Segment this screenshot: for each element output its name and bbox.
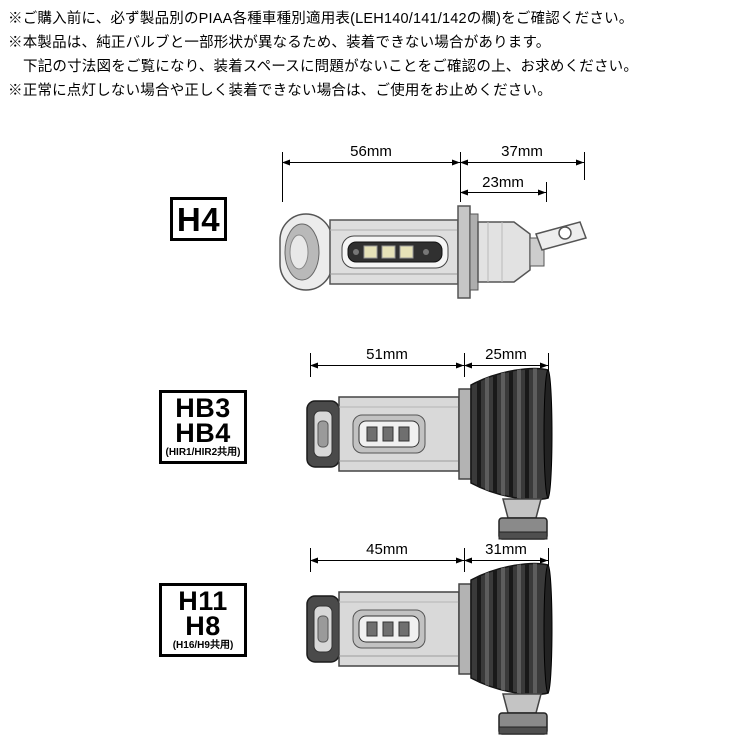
lens [279,213,333,291]
bulb-type-text: HB3 [175,392,231,423]
dim-h11-rear-label: 31mm [485,541,527,558]
bulb-type-text: H8 [185,610,221,641]
connector [498,498,548,540]
dim-h4-front-label: 56mm [350,143,392,160]
notice-block: ※ご購入前に、必ず製品別のPIAA各種車種別適用表(LEH140/141/142… [8,7,734,103]
bulb-type-label-h4: H4 [170,197,227,241]
bulb-type-text: HB4 [175,417,231,448]
bulb-type-note: (HIR1/HIR2共用) [165,446,241,458]
rear-body [477,221,545,283]
notice-line-2: ※本製品は、純正バルブと一部形状が異なるため、装着できない場合があります。 [8,35,551,51]
dimension-arrows [310,362,548,369]
notice-line-3: 下記の寸法図をご覧になり、装着スペースに問題がないことをご確認の上、お求めくださ… [23,59,639,75]
heat-sink [470,562,553,696]
dimension-lines-h11: 45mm 31mm [310,541,549,572]
dim-hb-front-label: 51mm [366,346,408,363]
bulb-type-label-h11-h8: H11 H8 (H16/H9共用) [159,583,247,657]
dim-h4-rear-body-label: 23mm [482,174,524,191]
blade-terminal [535,221,587,251]
dim-hb-rear-label: 25mm [485,346,527,363]
dimension-lines-h4: 56mm 37mm 23mm [282,143,585,202]
bulb-body [338,583,472,675]
heat-sink [470,367,553,501]
bulb-illustration-h11 [306,562,553,735]
connector [498,693,548,735]
socket-end [306,595,340,663]
led-window [341,235,449,269]
bulb-type-text: H4 [176,200,221,238]
socket-end [306,400,340,468]
bulb-illustration-h4 [279,205,587,299]
dimension-arrows [310,557,548,564]
notice-line-4: ※正常に点灯しない場合や正しく装着できない場合は、ご使用をお止めください。 [8,83,552,99]
dimension-lines-hb: 51mm 25mm [310,346,549,377]
bulb-body [338,388,472,480]
dim-h11-front-label: 45mm [366,541,408,558]
bulb-type-text: H11 [178,585,228,616]
bulb-type-label-hb3-hb4: HB3 HB4 (HIR1/HIR2共用) [159,390,247,464]
bulb-type-note: (H16/H9共用) [172,639,234,651]
notice-line-1: ※ご購入前に、必ず製品別のPIAA各種車種別適用表(LEH140/141/142… [8,11,634,27]
mount-flange [457,205,479,299]
dim-h4-rear-label: 37mm [501,143,543,160]
dimension-arrows [282,159,584,196]
bulb-illustration-hb [306,367,553,540]
